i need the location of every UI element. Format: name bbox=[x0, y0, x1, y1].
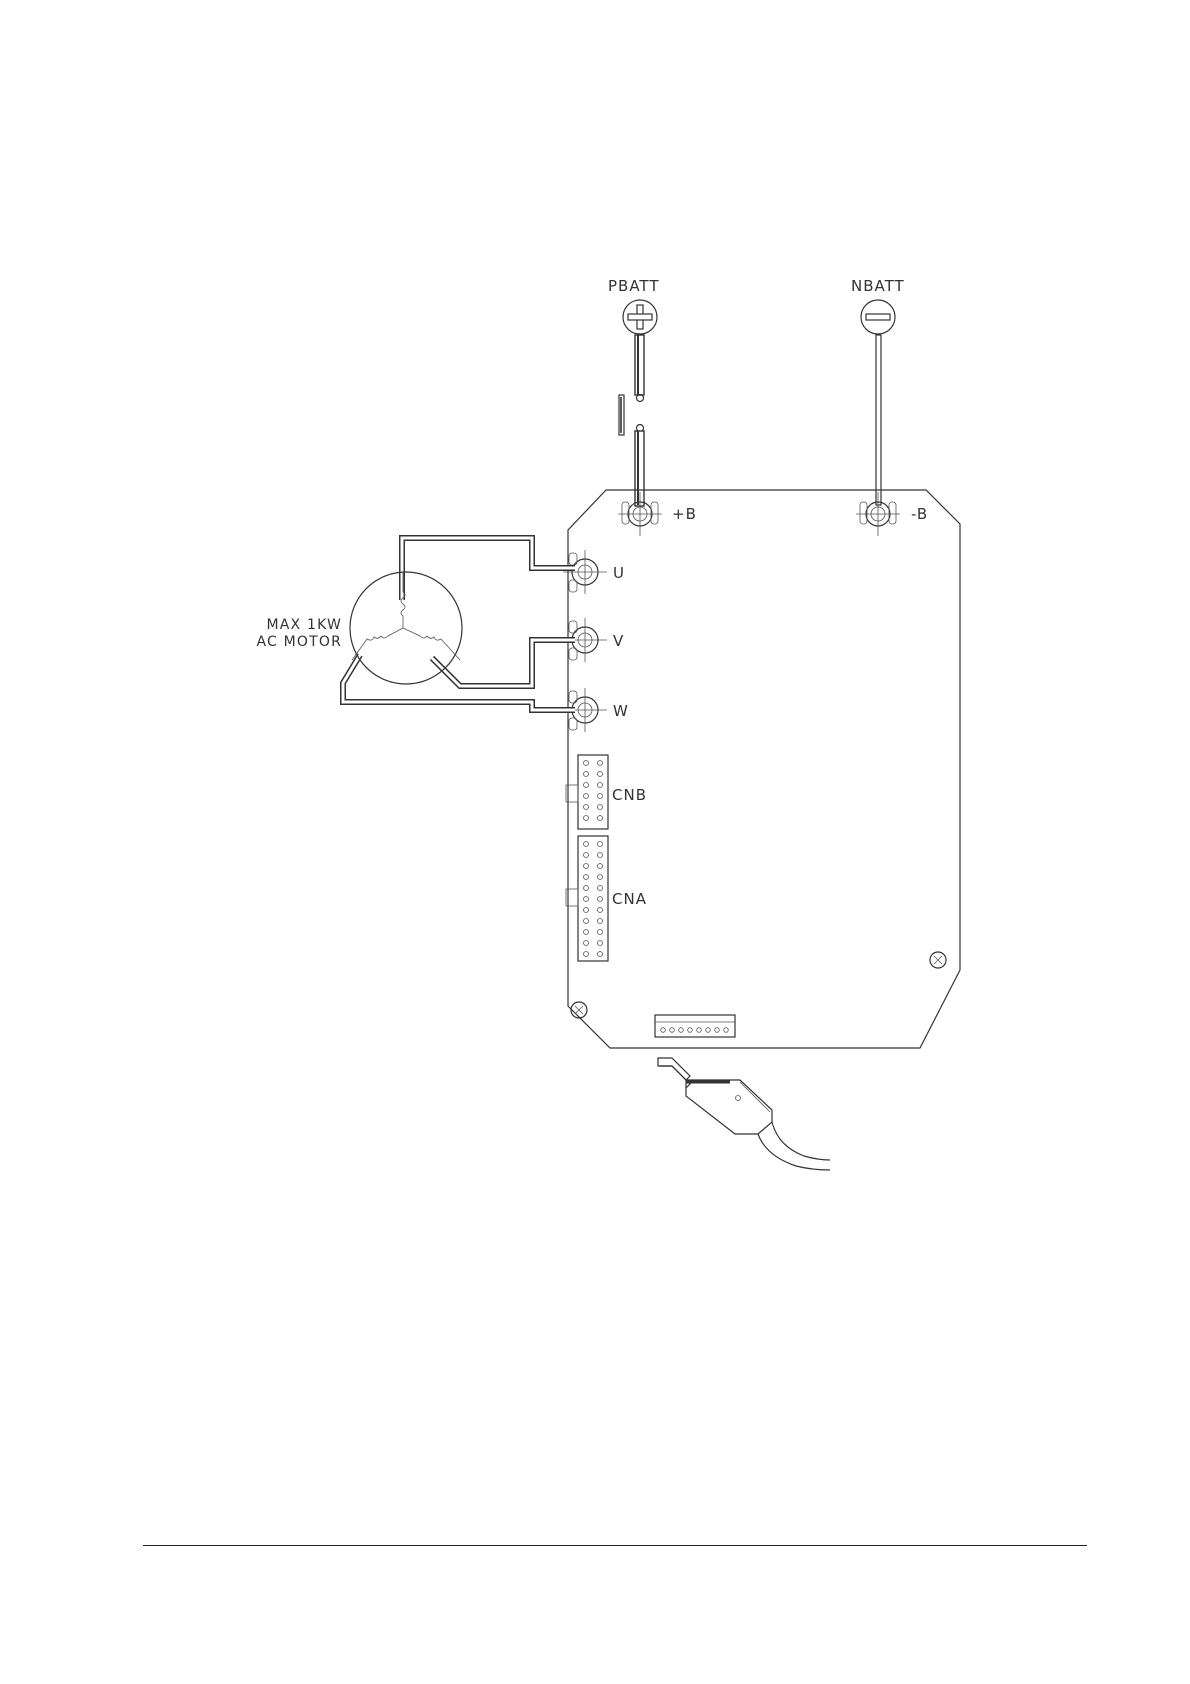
terminal-plus-b: +B bbox=[618, 492, 697, 536]
cnb-label: CNB bbox=[612, 786, 647, 804]
screw-icon bbox=[571, 1002, 587, 1018]
u-label: U bbox=[613, 564, 625, 582]
terminal-minus-b: -B bbox=[856, 492, 928, 536]
ac-motor: MAX 1KW AC MOTOR bbox=[256, 572, 462, 684]
connector-cnb: CNB bbox=[566, 755, 647, 829]
plus-icon bbox=[628, 305, 652, 329]
minus-b-label: -B bbox=[911, 505, 928, 523]
pbatt-label: PBATT bbox=[608, 277, 660, 295]
plus-b-label: +B bbox=[672, 505, 697, 523]
motor-wires bbox=[343, 538, 575, 710]
cna-label: CNA bbox=[612, 890, 647, 908]
battery-negative: NBATT bbox=[851, 277, 905, 505]
serial-port bbox=[655, 1015, 735, 1037]
minus-icon bbox=[866, 314, 890, 320]
controller-board bbox=[568, 490, 960, 1048]
battery-positive: PBATT bbox=[608, 277, 660, 506]
w-label: W bbox=[613, 702, 629, 720]
v-label: V bbox=[613, 632, 624, 650]
usb-cable-icon bbox=[658, 1058, 830, 1170]
page-footer-rule bbox=[143, 1545, 1087, 1546]
motor-label-line2: AC MOTOR bbox=[256, 634, 342, 650]
terminal-u: U bbox=[563, 550, 625, 594]
nbatt-label: NBATT bbox=[851, 277, 905, 295]
motor-label-line1: MAX 1KW bbox=[266, 617, 342, 633]
connector-cna: CNA bbox=[566, 836, 647, 961]
screw-icon bbox=[930, 952, 946, 968]
